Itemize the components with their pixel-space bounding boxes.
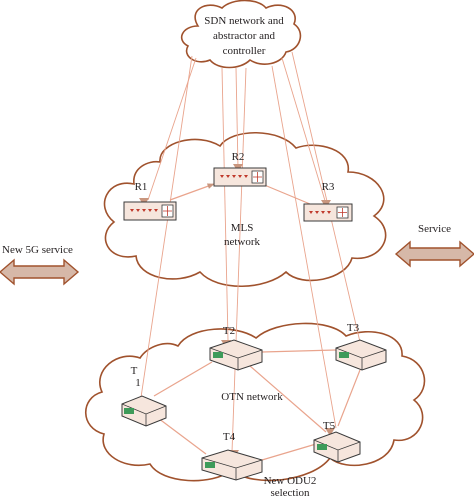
switch-label: T	[131, 365, 138, 377]
router-r3[interactable]: R3	[303, 181, 353, 222]
router-icon	[123, 201, 177, 221]
link-t1-t4	[157, 417, 207, 455]
svg-text:New ODU2: New ODU2	[264, 475, 317, 487]
service: Service	[394, 223, 474, 268]
arrowhead	[325, 428, 335, 436]
otn-switch-t1[interactable]: T 1	[121, 365, 167, 427]
controller-link-t3	[291, 51, 361, 343]
mls-label: MLS network	[224, 222, 261, 248]
mls-links	[169, 183, 311, 205]
svg-text:network: network	[224, 236, 261, 248]
otn-switch-t4[interactable]: T4	[201, 431, 263, 481]
switch-label: T4	[223, 431, 236, 443]
otn-switch-icon	[209, 339, 263, 371]
link-r2-r3	[261, 183, 311, 205]
svg-text:abstractor and: abstractor and	[213, 30, 275, 42]
link-t2-t5	[249, 365, 327, 433]
sdn-label: SDN network and abstractor and controlle…	[204, 15, 284, 57]
controller-link-t5	[271, 65, 337, 429]
service-label: Service	[418, 223, 451, 235]
router-label: R1	[135, 181, 148, 193]
router-r2[interactable]: R2	[213, 151, 267, 187]
otn-switch-icon	[313, 431, 361, 463]
controller-link-t2	[221, 67, 229, 341]
svg-text:SDN network and: SDN network and	[204, 15, 284, 27]
otn-label: OTN network	[221, 391, 283, 403]
odu2-selection-label: New ODU2 selection	[264, 475, 317, 498]
double-arrow-icon	[0, 258, 80, 286]
switch-label: 1	[135, 377, 141, 389]
router-icon	[303, 203, 353, 222]
otn-switch-icon	[201, 449, 263, 481]
otn-switch-icon	[335, 339, 387, 371]
link-t3-t5	[337, 369, 361, 427]
otn-switch-t2[interactable]: T2	[209, 325, 263, 371]
otn-links	[153, 349, 361, 461]
controller-link-r2	[235, 67, 239, 169]
router-r1[interactable]: R1	[123, 181, 177, 221]
link-t4-t5	[261, 443, 317, 461]
router-label: R3	[322, 181, 335, 193]
controller-link-r3	[281, 57, 327, 205]
svg-text:MLS: MLS	[231, 222, 254, 234]
sdn-cloud	[180, 0, 302, 69]
link-r1-r2	[169, 183, 215, 201]
svg-text:selection: selection	[270, 487, 310, 498]
switch-label: T2	[223, 325, 235, 337]
link-t2-t3	[261, 349, 337, 353]
new-5g-service-label: New 5G service	[2, 244, 73, 256]
double-arrow-icon	[394, 240, 474, 268]
svg-text:controller: controller	[223, 45, 266, 57]
link-t1-t2	[153, 361, 213, 397]
controller-links	[139, 51, 361, 453]
controller-link-t1	[139, 55, 193, 405]
switch-label: T3	[347, 322, 360, 334]
controller-link-t4	[231, 67, 247, 453]
otn-switch-icon	[121, 395, 167, 427]
switch-label: T5	[323, 420, 336, 432]
otn-switch-t5[interactable]: T5	[313, 420, 361, 463]
router-label: R2	[232, 151, 245, 163]
new-5g-service: New 5G service	[0, 244, 80, 286]
router-icon	[213, 167, 267, 187]
otn-switch-t3[interactable]: T3	[335, 322, 387, 371]
